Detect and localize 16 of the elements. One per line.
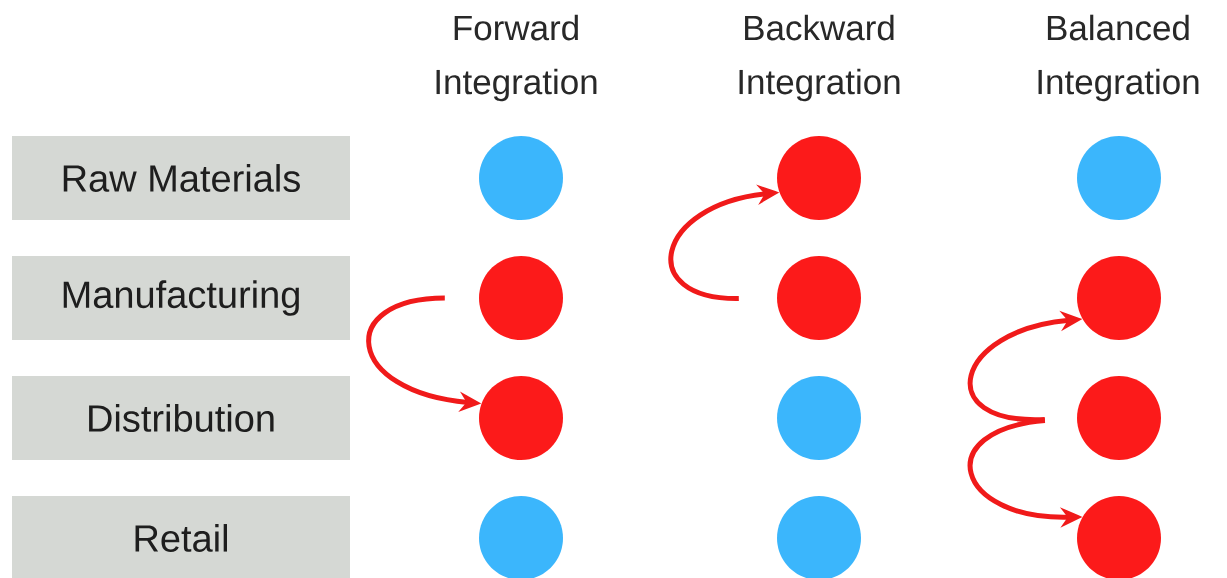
circle-dot xyxy=(479,136,563,220)
row-box: Raw Materials xyxy=(12,136,350,220)
circle-dot xyxy=(777,136,861,220)
row-box: Manufacturing xyxy=(12,256,350,340)
circle-dot xyxy=(777,256,861,340)
column-heading: Backward Integration xyxy=(739,14,900,102)
circle-dot xyxy=(479,376,563,460)
column-heading: Forward Integration xyxy=(436,14,597,102)
row-box: Distribution xyxy=(12,376,350,460)
circle-dot xyxy=(777,376,861,460)
circle-dot xyxy=(479,256,563,340)
circle-dot xyxy=(1077,256,1161,340)
circle-dot xyxy=(1077,376,1161,460)
row-box: Retail xyxy=(12,496,350,578)
circle-dot xyxy=(1077,136,1161,220)
column-heading: Balanced Integration xyxy=(1038,14,1199,102)
